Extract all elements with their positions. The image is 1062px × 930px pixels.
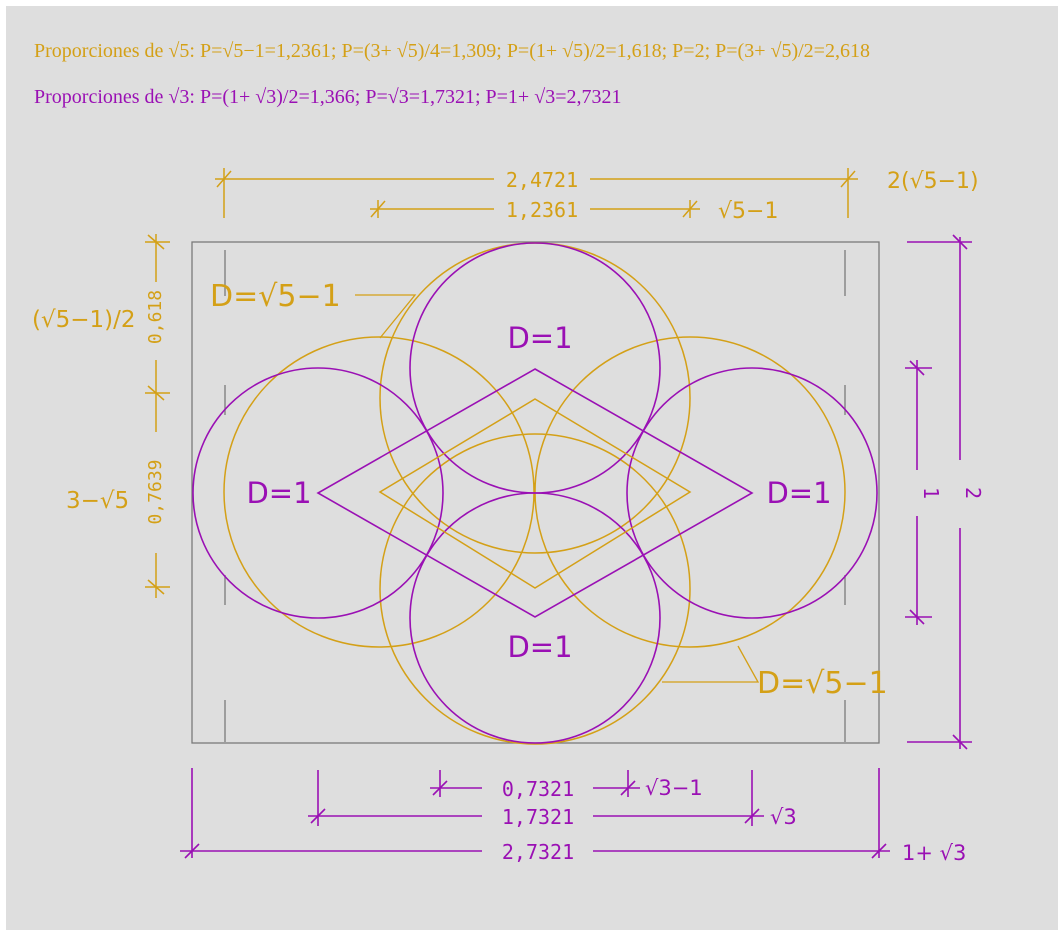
bottom-dim-2-7321-value: 2,7321: [502, 840, 574, 864]
bottom-dim-1-7321-value: 1,7321: [502, 805, 574, 829]
top-dim-2-4721-value: 2,4721: [506, 168, 578, 192]
purple-circles: [192, 242, 878, 744]
bottom-dim-0-7321-value: 0,7321: [502, 777, 574, 801]
bottom-dim-1-7321-formula: √3: [770, 805, 797, 829]
top-dimension-lines: [215, 168, 858, 218]
bottom-dim-0-7321-formula: √3−1: [645, 776, 703, 800]
leader-gold-lower: [662, 645, 760, 683]
gold-circle-right: [534, 336, 846, 648]
label-bottom-circle: D=1: [507, 630, 572, 664]
top-dim-1-2361-value: 1,2361: [506, 198, 578, 222]
label-top-circle: D=1: [507, 321, 572, 355]
label-gold-circle-upper: D=√5−1: [210, 279, 341, 314]
top-dim-2-4721-formula: 2(√5−1): [887, 169, 979, 194]
bottom-dim-2-7321-formula: 1+ √3: [902, 841, 966, 865]
left-dimension-lines: [145, 234, 170, 598]
gold-rhombus: [378, 398, 692, 589]
gold-circle-bottom: [379, 433, 691, 745]
leader-gold-upper: [355, 294, 417, 339]
right-dim-2-value: 2: [961, 487, 985, 499]
label-right-circle: D=1: [766, 476, 831, 510]
label-left-circle: D=1: [246, 476, 311, 510]
purple-circle-right: [626, 367, 878, 619]
bottom-dimension-lines: [180, 768, 890, 859]
left-dim-0-618-formula: (√5−1)/2: [32, 307, 136, 333]
right-dim-1-value: 1: [919, 487, 943, 499]
sqrt3-proportions-heading: Proporciones de √3: P=(1+ √3)/2=1,366; P…: [34, 86, 622, 108]
left-dim-0-7639-value: 0,7639: [145, 459, 166, 524]
label-gold-circle-lower: D=√5−1: [757, 666, 888, 701]
purple-circle-bottom: [409, 492, 661, 744]
top-dim-1-2361-formula: √5−1: [718, 199, 778, 224]
right-dimension-lines: [905, 234, 972, 750]
gold-circle-left: [223, 336, 535, 648]
sqrt5-proportions-heading: Proporciones de √5: P=√5−1=1,2361; P=(3+…: [34, 40, 870, 62]
left-dim-0-7639-formula: 3−√5: [66, 488, 129, 514]
purple-circle-left: [192, 367, 444, 619]
purple-rhombus: [316, 368, 754, 618]
purple-circle-top: [409, 242, 661, 494]
left-dim-0-618-value: 0,618: [145, 290, 166, 344]
